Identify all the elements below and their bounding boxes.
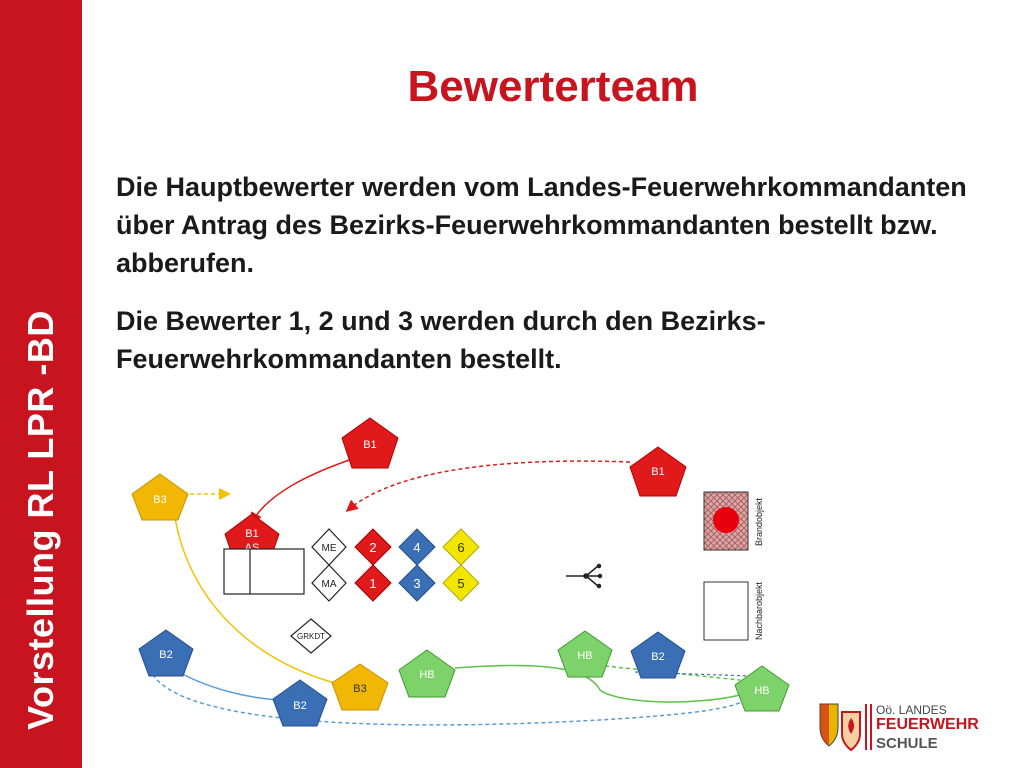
diamond-5-label: 5 <box>457 576 464 591</box>
hb-green-line <box>454 664 741 703</box>
hb-right2-label: HB <box>754 685 769 697</box>
b1-right-label: B1 <box>651 466 664 478</box>
b1-right-pentagon <box>629 446 687 497</box>
slide-title: Bewerterteam <box>407 62 699 111</box>
b1-top-label: B1 <box>363 439 376 451</box>
hb-right2-pentagon <box>734 665 790 712</box>
ma-diamond <box>311 564 347 602</box>
hb-right1-pentagon <box>557 630 613 678</box>
hb-center-label: HB <box>419 669 434 681</box>
b2-left-pentagon <box>138 629 194 677</box>
fire-icon <box>713 507 739 533</box>
diamond-6-label: 6 <box>457 540 464 555</box>
grkdt-diamond <box>290 618 332 654</box>
brandobjekt-label: Brandobjekt <box>754 497 764 546</box>
b1-right-dashed-line <box>345 460 631 512</box>
nachbarobjekt-rect <box>703 581 749 641</box>
distributor-icon <box>566 563 603 589</box>
diamond-5 <box>442 564 480 602</box>
b3-bottom-label: B3 <box>353 683 366 695</box>
b3-left-pentagon <box>131 473 189 521</box>
logo-line3: SCHULE <box>876 735 938 752</box>
vehicle-rect <box>223 548 305 595</box>
sidebar-band <box>0 0 82 768</box>
paragraph-bewerter: Die Bewerter 1, 2 und 3 werden durch den… <box>116 306 766 374</box>
diamond-1 <box>354 564 392 602</box>
diamond-1-label: 1 <box>369 576 376 591</box>
logo-line1: Oö. LANDES <box>876 703 947 717</box>
b2-bottom-label: B2 <box>293 700 306 712</box>
logo-line2: FEUERWEHR <box>876 716 979 733</box>
b3-left-label: B3 <box>153 494 166 506</box>
b3-bottom-pentagon <box>331 663 389 711</box>
diamond-3 <box>398 564 436 602</box>
b2-right-pentagon <box>630 631 686 679</box>
diamond-2-label: 2 <box>369 540 376 555</box>
b1-top-pentagon <box>341 417 399 469</box>
b2-left-line <box>174 669 279 701</box>
hb-center-pentagon <box>398 649 456 698</box>
b3-curve-line <box>174 517 339 685</box>
hb-green-dashed <box>604 665 741 681</box>
b2-right-label: B2 <box>651 651 664 663</box>
ma-label: MA <box>322 579 337 590</box>
b2-bottom-pentagon <box>272 679 328 727</box>
paragraph-hauptbewerter: Die Hauptbewerter werden vom Landes-Feue… <box>116 172 967 278</box>
feuerwehrschule-logo <box>819 703 872 752</box>
b1-as-label-b1: B1 <box>245 528 258 540</box>
me-label: ME <box>322 543 337 554</box>
diamond-4-label: 4 <box>413 540 420 555</box>
nachbarobjekt-label: Nachbarobjekt <box>754 581 764 640</box>
b1-to-as-line <box>250 457 356 525</box>
diamond-3-label: 3 <box>413 576 420 591</box>
hb-right1-label: HB <box>577 650 592 662</box>
b2-dashed-bottom <box>149 667 746 726</box>
b2-left-label: B2 <box>159 649 172 661</box>
grkdt-label: GRKDT <box>297 632 325 641</box>
